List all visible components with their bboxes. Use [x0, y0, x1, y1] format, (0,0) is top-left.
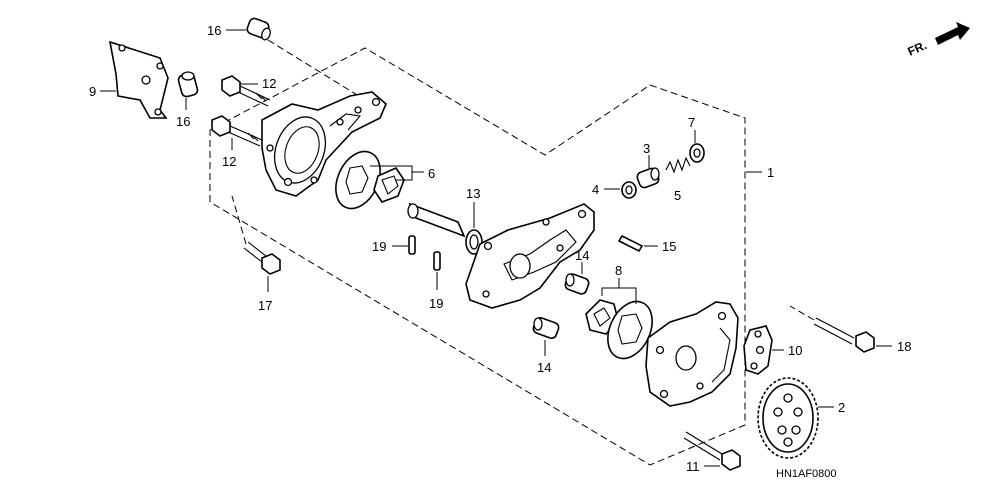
bolt-part — [813, 317, 875, 353]
callout-16a: 16 — [207, 23, 221, 38]
relief-valve-part — [636, 167, 660, 189]
bolt-part — [243, 241, 281, 275]
alignment-line — [789, 305, 815, 321]
callout-5: 5 — [674, 188, 681, 203]
spring-part — [665, 156, 691, 174]
callout-2: 2 — [838, 400, 845, 415]
callout-19b: 19 — [429, 296, 443, 311]
callout-6: 6 — [428, 166, 435, 181]
callout-9: 9 — [89, 84, 96, 99]
leader-line — [370, 165, 413, 181]
inner-rotor-part — [373, 166, 405, 203]
pump-housing-part — [645, 301, 739, 407]
bracket-part — [108, 40, 169, 119]
washer-part — [621, 181, 637, 199]
callout-12a: 12 — [262, 76, 276, 91]
pin-part — [617, 234, 644, 253]
callout-12b: 12 — [222, 154, 236, 169]
front-direction-arrow: FR. — [906, 22, 970, 59]
cap-nut-part — [689, 143, 705, 163]
callout-17: 17 — [258, 298, 272, 313]
pin-part — [433, 251, 441, 271]
dowel-pin-part — [532, 316, 560, 340]
outer-rotor-part — [607, 300, 653, 360]
callout-8: 8 — [615, 263, 622, 278]
driven-gear-part — [757, 377, 819, 459]
callout-10: 10 — [788, 343, 802, 358]
callout-15: 15 — [662, 239, 676, 254]
pump-cover-part — [261, 91, 387, 197]
dowel-pin-part — [246, 17, 271, 41]
assembly-boundary — [209, 47, 746, 466]
direction-label: FR. — [906, 38, 929, 59]
callout-3: 3 — [643, 141, 650, 156]
alignment-line — [267, 39, 363, 99]
pump-body-part — [465, 203, 595, 309]
bolt-part — [683, 431, 741, 471]
bolt-part — [221, 75, 271, 107]
callout-13: 13 — [466, 186, 480, 201]
callout-7: 7 — [688, 115, 695, 130]
pin-part — [408, 235, 416, 255]
callout-1: 1 — [767, 165, 774, 180]
callout-16b: 16 — [176, 114, 190, 129]
callout-14a: 14 — [575, 248, 589, 263]
callout-4: 4 — [592, 182, 599, 197]
gasket-part — [743, 325, 773, 375]
dowel-pin-part — [177, 71, 199, 98]
callout-14b: 14 — [537, 360, 551, 375]
dowel-pin-part — [564, 273, 590, 295]
pump-shaft-part — [407, 202, 466, 238]
callout-18: 18 — [897, 339, 911, 354]
drawing-code: HN1AF0800 — [776, 468, 837, 480]
bolt-part — [211, 115, 263, 147]
callout-19a: 19 — [372, 239, 386, 254]
alignment-line — [231, 195, 247, 245]
callout-11: 11 — [686, 459, 700, 474]
